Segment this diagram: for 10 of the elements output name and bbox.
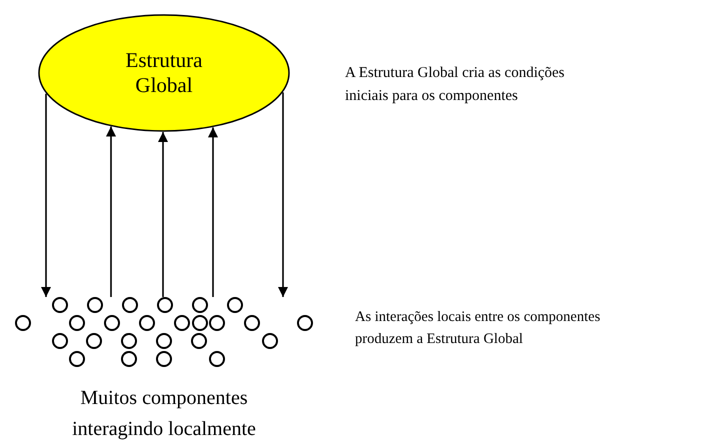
arrow bbox=[106, 126, 116, 297]
annotation-text: A Estrutura Global cria as condições iniciais para os componentes bbox=[345, 64, 566, 106]
annotation-text: As interações locais entre os componentes produzem a Estrutura Global bbox=[355, 308, 602, 350]
arrow bbox=[208, 127, 218, 297]
annotation-text: Muitos componentes interagindo localmente bbox=[71, 386, 257, 442]
ellipse-node bbox=[38, 14, 290, 132]
arrow bbox=[278, 92, 288, 297]
arrow bbox=[158, 132, 168, 297]
node-label: Estrutura Global bbox=[124, 48, 204, 98]
arrow bbox=[41, 94, 51, 297]
